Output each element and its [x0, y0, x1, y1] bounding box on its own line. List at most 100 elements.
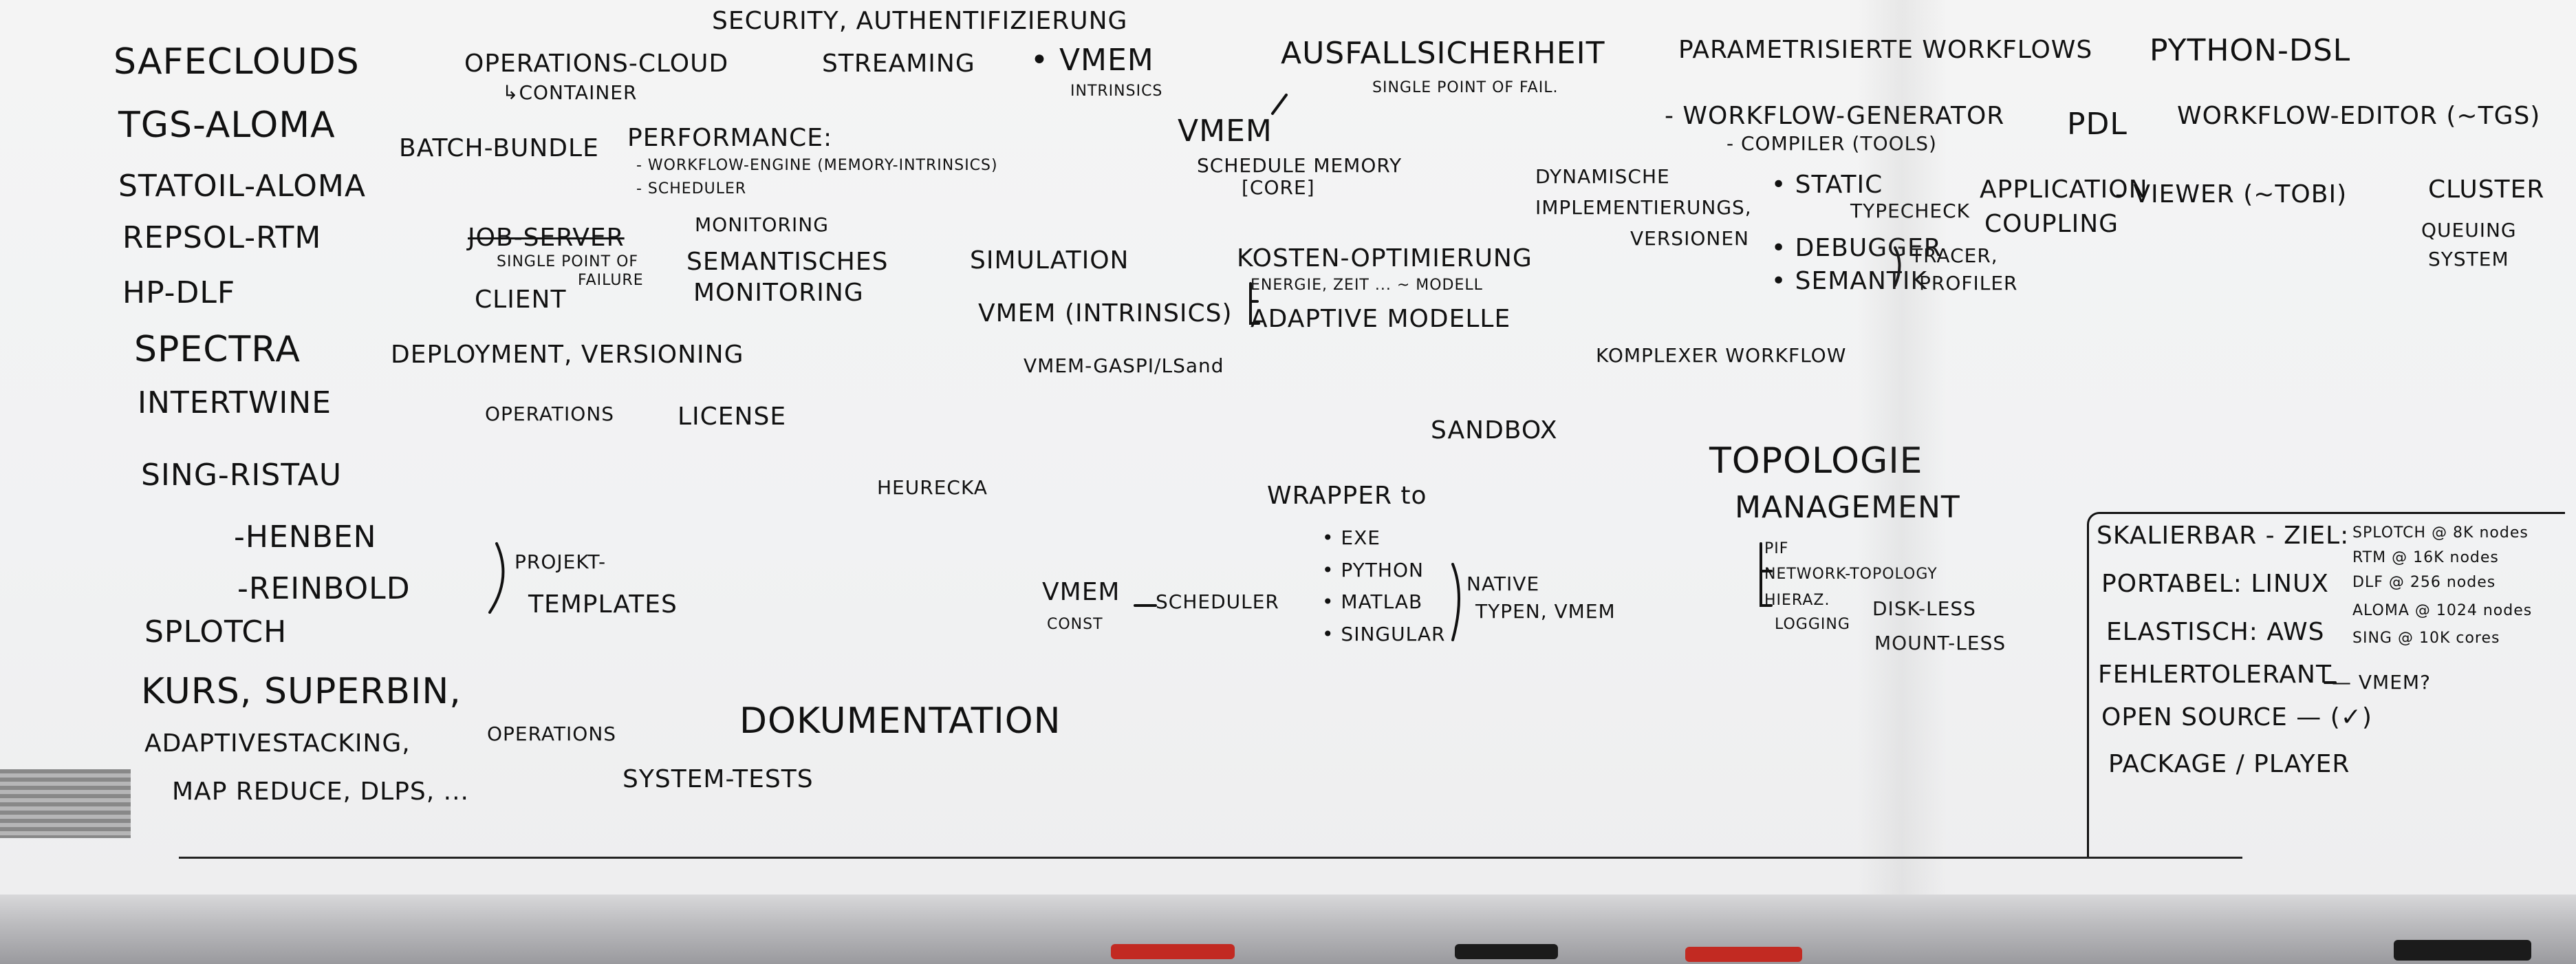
static-label: • STATIC	[1771, 171, 1883, 199]
package-player-label: PACKAGE / PLAYER	[2108, 750, 2350, 778]
performance-label: PERFORMANCE:	[627, 124, 833, 152]
ausfall-tick	[1271, 94, 1288, 115]
eraser-smear	[0, 769, 131, 838]
projekt-bracket	[488, 542, 505, 614]
ziel-aloma: ALOMA @ 1024 nodes	[2352, 602, 2533, 619]
whiteboard: SAFECLOUDS TGS-ALOMA STATOIL-ALOMA REPSO…	[0, 0, 2576, 895]
typecheck-label: TYPECHECK	[1850, 200, 1970, 222]
hieraz-label: HIERAZ.	[1764, 592, 1830, 609]
python-dsl-label: PYTHON-DSL	[2150, 33, 2351, 68]
ausfallsicherheit-label: AUSFALLSICHERHEIT	[1281, 36, 1605, 71]
spectra-label: SPECTRA	[134, 329, 301, 370]
workflow-generator-label: - WORKFLOW-GENERATOR	[1665, 102, 2005, 130]
dynamische-label: DYNAMISCHE	[1535, 165, 1670, 188]
red-marker	[1111, 944, 1235, 959]
matlab-label: • MATLAB	[1322, 590, 1423, 613]
kosten-label: KOSTEN-OPTIMIERUNG	[1237, 244, 1533, 272]
wrapper-label: WRAPPER to	[1267, 482, 1427, 510]
statoil-aloma-label: STATOIL-ALOMA	[118, 169, 366, 204]
adaptive-modelle-label: ADAPTIVE MODELLE	[1251, 305, 1511, 333]
dokumentation-label: DOKUMENTATION	[739, 700, 1061, 742]
ops-cloud-label: OPERATIONS-CLOUD	[464, 50, 729, 78]
intrinsics-label: INTRINSICS	[1070, 83, 1163, 100]
job-server-label: JOB-SERVER	[468, 224, 625, 252]
repsol-rtm-label: REPSOL-RTM	[122, 220, 322, 255]
hp-dlf-label: HP-DLF	[122, 275, 236, 310]
ziel-sing: SING @ 10K cores	[2352, 630, 2500, 647]
streaming-label: STREAMING	[822, 50, 975, 78]
vmem-question-label: — VMEM?	[2332, 671, 2431, 694]
debugger-bracket	[1894, 246, 1901, 287]
security-label: SECURITY, AUTHENTIFIZIERUNG	[712, 7, 1128, 35]
board-bottom-line	[179, 857, 2242, 859]
single-point-fail-label: SINGLE POINT OF FAIL.	[1372, 79, 1559, 96]
monitoring2-label: MONITORING	[693, 279, 864, 307]
native-label: NATIVE	[1466, 572, 1540, 595]
sing-ristau-label: SING-RISTAU	[141, 458, 343, 493]
logging-label: LOGGING	[1775, 616, 1850, 633]
goals-box	[2087, 512, 2565, 858]
black-marker-1	[1455, 944, 1558, 959]
red-marker-2	[1685, 947, 1802, 962]
pdl-label: PDL	[2067, 107, 2128, 142]
operations-label-1: OPERATIONS	[485, 403, 615, 425]
skalierbar-label: SKALIERBAR - ZIEL:	[2097, 522, 2350, 550]
intertwine-label: INTERTWINE	[138, 385, 332, 420]
heurecka-label: HEURECKA	[877, 476, 988, 499]
safeclouds-label: SAFECLOUDS	[113, 41, 360, 83]
single-point-label: SINGLE POINT OF	[497, 253, 639, 270]
eraser	[2394, 940, 2531, 961]
deployment-label: DEPLOYMENT, VERSIONING	[391, 341, 744, 369]
reinbold-label: -REINBOLD	[237, 571, 411, 606]
versionen-label: VERSIONEN	[1630, 227, 1749, 250]
elastisch-label: ELASTISCH: AWS	[2106, 618, 2325, 646]
cluster-label: CLUSTER	[2428, 175, 2545, 204]
exe-label: • EXE	[1322, 526, 1381, 549]
compiler-label: - COMPILER (TOOLS)	[1727, 132, 1937, 155]
batch-bundle-label: BATCH-BUNDLE	[399, 134, 599, 162]
semantisches-label: SEMANTISCHES	[686, 248, 889, 276]
vmem-const-label: VMEM	[1042, 578, 1121, 606]
core-label: [CORE]	[1242, 176, 1315, 199]
workflow-engine-label: - WORKFLOW-ENGINE (MEMORY-INTRINSICS)	[636, 157, 998, 174]
failure-label: FAILURE	[578, 272, 644, 289]
ziel-dlf: DLF @ 256 nodes	[2352, 574, 2496, 591]
client-label: CLIENT	[475, 286, 567, 314]
monitoring-label: MONITORING	[695, 213, 829, 236]
semantik-label: • SEMANTIK	[1771, 267, 1928, 295]
vmem-intrinsics2-label: VMEM (INTRINSICS)	[978, 299, 1233, 328]
mountless-label: MOUNT-LESS	[1874, 632, 2006, 654]
tgs-aloma-label: TGS-ALOMA	[118, 105, 336, 146]
param-workflows-label: PARAMETRISIERTE WORKFLOWS	[1678, 36, 2093, 64]
coupling-label: COUPLING	[1984, 210, 2119, 238]
topologie-label: TOPOLOGIE	[1709, 440, 1923, 482]
wrapper-bracket	[1451, 563, 1460, 641]
license-label: LICENSE	[678, 403, 787, 431]
portabel-label: PORTABEL: LINUX	[2101, 570, 2329, 598]
debugger-label: • DEBUGGER	[1771, 234, 1942, 262]
viewer-label: - VIEWER (~TOBI)	[2115, 180, 2348, 208]
templates-label: TEMPLATES	[528, 590, 678, 619]
splotch-label: SPLOTCH	[144, 614, 288, 650]
komplexer-workflow-label: KOMPLEXER WORKFLOW	[1596, 344, 1847, 367]
container-label: ↳CONTAINER	[502, 81, 638, 104]
tracer-label: TRACER,	[1911, 244, 1998, 267]
ziel-rtm: RTM @ 16K nodes	[2352, 549, 2499, 566]
simulation-label: SIMULATION	[970, 246, 1129, 275]
vmem-gaspi-label: VMEM-GASPI/LSand	[1024, 354, 1224, 377]
open-source-label: OPEN SOURCE — (✓)	[2101, 703, 2372, 731]
sandbox-label: SANDBOX	[1431, 416, 1558, 444]
management-label: MANAGEMENT	[1735, 490, 1960, 525]
application-label: APPLICATION	[1980, 175, 2148, 204]
typen-label: TYPEN, VMEM	[1475, 600, 1616, 623]
singular-label: • SINGULAR	[1322, 623, 1446, 645]
vmem-intrinsics-label: • VMEM	[1030, 43, 1154, 78]
profiler-label: PROFILER	[1919, 272, 2018, 294]
adaptive-label: ADAPTIVESTACKING,	[144, 729, 411, 758]
system-label: SYSTEM	[2428, 248, 2509, 270]
queuing-label: QUEUING	[2421, 219, 2517, 242]
workflow-editor-label: WORKFLOW-EDITOR (~TGS)	[2177, 102, 2541, 130]
marker-tray	[0, 895, 2576, 964]
kurs-label: KURS, SUPERBIN,	[141, 671, 462, 712]
vmem-label: VMEM	[1178, 114, 1273, 149]
